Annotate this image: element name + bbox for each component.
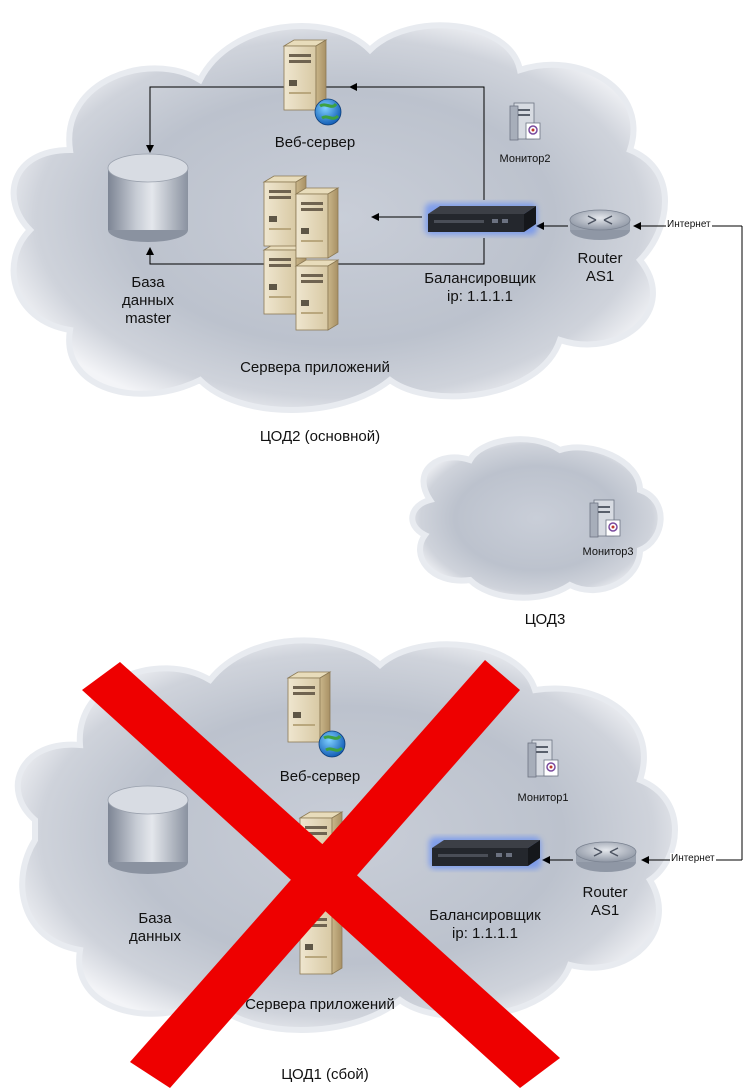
dc2-router-line-1: Router bbox=[577, 250, 623, 267]
database-icon[interactable] bbox=[107, 785, 189, 875]
dc2-app-servers-label: Сервера приложений bbox=[240, 359, 390, 376]
router-icon[interactable] bbox=[569, 209, 631, 241]
dc1-internet-label: Интернет bbox=[670, 853, 716, 865]
dc1-balancer-line-2: ip: 1.1.1.1 bbox=[452, 925, 518, 942]
dc1-balancer-line-1: Балансировщик bbox=[429, 907, 541, 924]
web-server-icon[interactable] bbox=[287, 671, 346, 758]
dc1-monitor-label: Монитор1 bbox=[517, 792, 569, 804]
web-server-icon[interactable] bbox=[283, 39, 342, 126]
load-balancer-icon[interactable] bbox=[425, 203, 537, 235]
dc2-database-line-1: База bbox=[131, 274, 165, 291]
router-icon[interactable] bbox=[575, 841, 637, 873]
dc1-router-line-1: Router bbox=[582, 884, 628, 901]
globe-icon bbox=[314, 98, 342, 126]
cloud-dc3 bbox=[409, 436, 664, 601]
dc1-caption: ЦОД1 (сбой) bbox=[281, 1066, 369, 1083]
dc1-database-label: База данных bbox=[105, 910, 205, 946]
dc2-balancer-label: Балансировщик ip: 1.1.1.1 bbox=[410, 270, 550, 306]
dc1-balancer-label: Балансировщик ip: 1.1.1.1 bbox=[415, 907, 555, 943]
dc2-balancer-line-2: ip: 1.1.1.1 bbox=[447, 288, 513, 305]
dc1-router-label: Router AS1 bbox=[565, 884, 645, 920]
dc2-internet-label: Интернет bbox=[666, 219, 712, 231]
dc2-database-label: База данных master bbox=[98, 274, 198, 328]
dc1-database-line-1: База bbox=[138, 910, 172, 927]
database-icon[interactable] bbox=[107, 153, 189, 243]
dc1-router-line-2: AS1 bbox=[590, 902, 620, 919]
dc2-database-line-2: данных bbox=[122, 292, 174, 309]
app-servers-icon[interactable] bbox=[263, 175, 339, 331]
dc2-router-line-2: AS1 bbox=[585, 268, 615, 285]
dc1-database-line-2: данных bbox=[129, 928, 181, 945]
dc2-caption: ЦОД2 (основной) bbox=[259, 428, 381, 445]
dc2-database-line-3: master bbox=[125, 310, 171, 327]
cloud-dc2 bbox=[10, 22, 668, 413]
dc2-balancer-line-1: Балансировщик bbox=[424, 270, 536, 287]
dc1-web-server-label: Веб-сервер bbox=[279, 768, 361, 785]
dc3-monitor-label: Монитор3 bbox=[582, 546, 634, 558]
failure-cross-icon bbox=[82, 660, 560, 1088]
dc1-app-servers-label: Сервера приложений bbox=[245, 996, 395, 1013]
dc2-web-server-label: Веб-сервер bbox=[274, 134, 356, 151]
load-balancer-icon[interactable] bbox=[429, 837, 541, 869]
globe-icon bbox=[318, 730, 346, 758]
dc2-monitor-label: Монитор2 bbox=[499, 153, 551, 165]
dc2-router-label: Router AS1 bbox=[560, 250, 640, 286]
dc3-caption: ЦОД3 bbox=[524, 611, 566, 628]
